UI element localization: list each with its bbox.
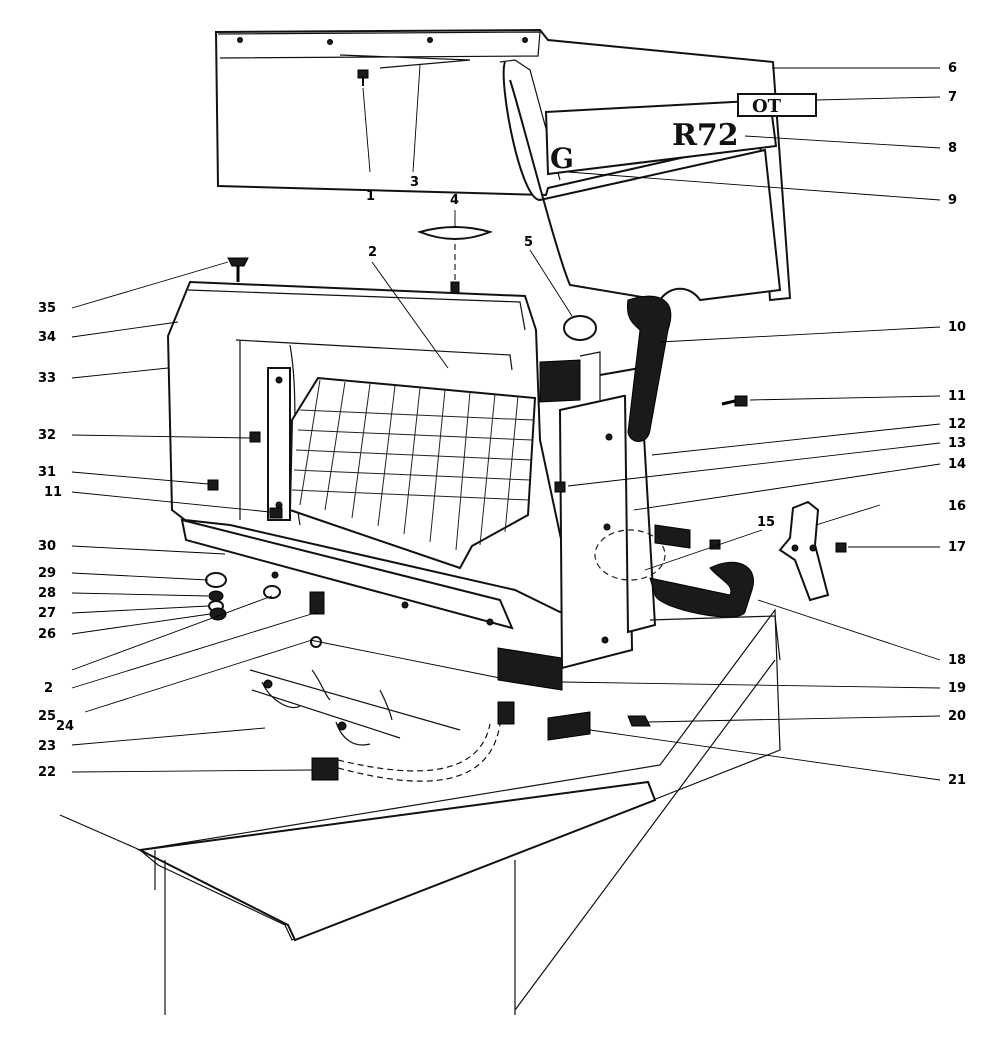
drain-fitting [309,591,515,725]
latch [778,500,847,602]
nameplate: G R72 [544,98,778,176]
core-grid [291,379,534,551]
callout-31: 31 [38,465,56,480]
callout-3: 3 [410,175,419,190]
callout-11a: 11 [948,389,966,404]
logo-letter-g: G [550,142,574,175]
callout-8: 8 [948,141,957,156]
chassis-panel [59,608,781,1015]
clip-block [547,711,591,741]
callout-4: 4 [450,193,459,208]
callout-28: 28 [38,586,56,601]
callout-labels: 1 2 3 4 5 6 7 8 9 10 11 12 13 14 15 16 1… [38,61,966,788]
wing-bolt-20 [627,715,651,727]
foam-pad [497,647,563,691]
screw-1 [357,69,369,86]
callout-11b: 11 [44,485,62,500]
badge-plate: OT [737,93,817,117]
callout-1: 1 [366,189,375,204]
callout-13: 13 [948,436,966,451]
upper-hose [563,295,672,442]
callout-17: 17 [948,540,966,555]
callout-26: 26 [38,627,56,642]
callout-6: 6 [948,61,957,76]
callout-19: 19 [948,681,966,696]
callout-34: 34 [38,330,56,345]
wing-nut [227,257,249,282]
callout-29: 29 [38,566,56,581]
callout-5: 5 [524,235,533,250]
cap-4 [416,226,494,299]
callout-15: 15 [757,515,775,530]
callout-9: 9 [948,193,957,208]
callout-20: 20 [948,709,966,724]
badge-text: OT [752,96,782,117]
radiator-core [267,359,581,570]
leader-lines [71,64,941,781]
callout-35: 35 [38,301,56,316]
lower-hose [594,524,754,618]
callout-2b: 2 [44,681,53,696]
callout-21: 21 [948,773,966,788]
bolts-left [207,431,283,519]
callout-22: 22 [38,765,56,780]
callout-12: 12 [948,417,966,432]
callout-14: 14 [948,457,966,472]
callout-7: 7 [948,90,957,105]
bolt-11-right [721,395,748,407]
callout-18: 18 [948,653,966,668]
hose-clamps [261,679,371,746]
callout-30: 30 [38,539,56,554]
callout-23: 23 [38,739,56,754]
hood-panel [214,28,792,302]
callout-32: 32 [38,428,56,443]
drain-hose [311,723,501,782]
callout-2a: 2 [368,245,377,260]
callout-27: 27 [38,606,56,621]
callout-16: 16 [948,499,966,514]
callout-24: 24 [56,719,74,734]
callout-25: 25 [38,709,56,724]
callout-10: 10 [948,320,966,335]
logo-model: R72 [672,118,739,153]
washer-stack [205,572,281,621]
callout-33: 33 [38,371,56,386]
